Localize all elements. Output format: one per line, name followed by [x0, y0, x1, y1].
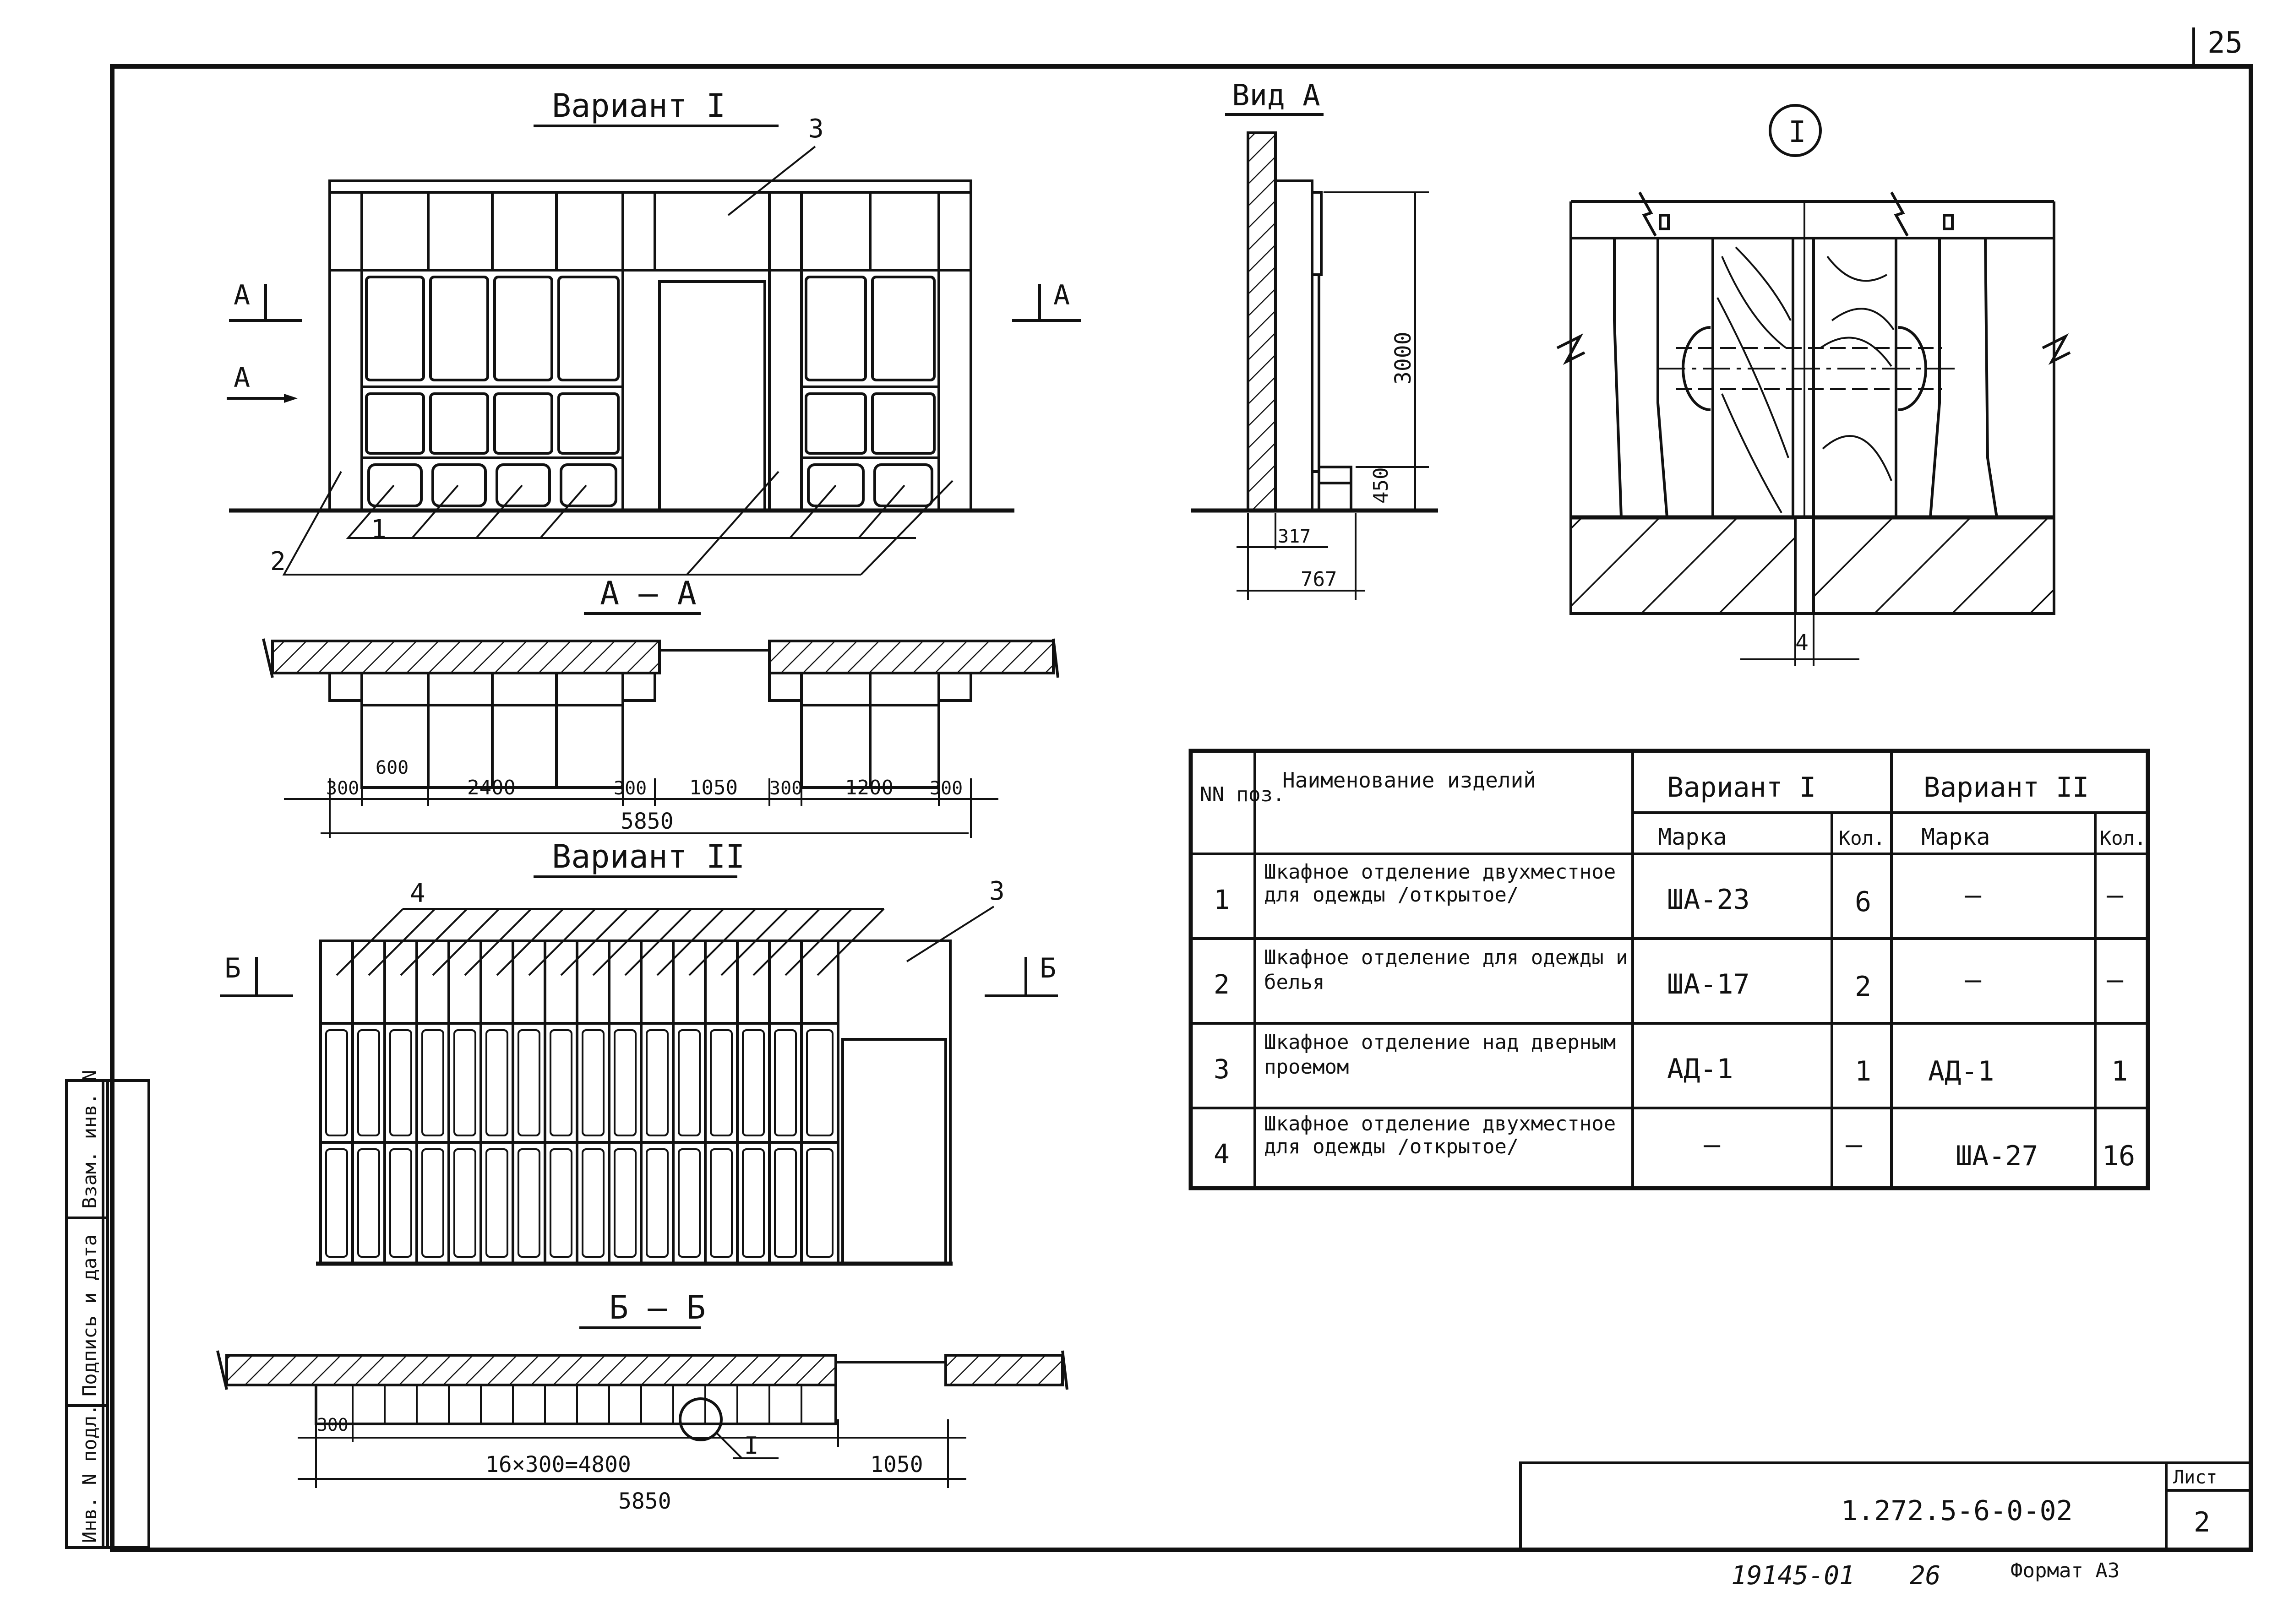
view-a: Вид А 3000 450 317 767: [1191, 79, 1438, 600]
variant1-callout-3: 3: [808, 114, 824, 144]
table-row-1-no: 1: [1214, 884, 1230, 915]
side-stamp-inv-podl: Инв. N подл.: [78, 1404, 101, 1543]
table-row-2-v1-qty: 2: [1855, 971, 1871, 1003]
side-stamp-podpis: Подпись и дата: [78, 1234, 101, 1396]
aa-dim-300d: 300: [930, 778, 963, 799]
cut-mark-a-right: А: [1053, 279, 1070, 311]
footer-format: Формат А3: [2011, 1559, 2120, 1582]
aa-dim-1200: 1200: [845, 776, 894, 799]
table-head-v2: Вариант II: [1923, 771, 2089, 804]
stamp-sheet-label: Лист: [2173, 1467, 2217, 1488]
stamp-doc-code: 1.272.5-6-0-02: [1841, 1495, 2073, 1527]
table-head-no: NN поз.: [1200, 783, 1285, 806]
detail-i: I 4: [1556, 104, 2071, 666]
view-a-dim-3000: 3000: [1390, 331, 1416, 385]
table-row-1-name: Шкафное отделение двухместное для одежды…: [1264, 861, 1616, 907]
variant1-elevation: Вариант I: [227, 87, 1081, 576]
footer-page: 26: [1910, 1561, 1940, 1591]
table-row-4-v2-mark: ША-27: [1956, 1140, 2038, 1172]
bb-dim-1050: 1050: [870, 1452, 923, 1477]
table-row-1-v1-mark: ША-23: [1667, 884, 1750, 916]
table-row-4-v1-qty: —: [1846, 1129, 1863, 1161]
side-stamp: Инв. N подл. Подпись и дата Взам. инв. N: [65, 1070, 150, 1549]
aa-dim-1050: 1050: [689, 776, 738, 799]
variant1-callout-1: 1: [371, 515, 387, 544]
specification-table: NN поз. Наименование изделий Вариант I В…: [1188, 749, 2150, 1190]
table-row-2-name: Шкафное отделение для одежды и белья: [1264, 946, 1628, 994]
table-row-1-v2-mark: —: [1965, 879, 1982, 911]
bb-dim-4800: 16×300=4800: [485, 1452, 631, 1477]
table-row-2-v2-qty: —: [2107, 964, 2124, 996]
view-a-dim-317: 317: [1278, 526, 1311, 547]
cut-mark-b-right: Б: [1040, 952, 1056, 984]
variant1-callout-2: 2: [270, 547, 286, 576]
section-bb-detail-ref: I: [744, 1432, 758, 1460]
aa-dim-300c: 300: [769, 778, 802, 799]
view-a-title: Вид А: [1232, 79, 1320, 113]
table-head-v2-mark: Марка: [1921, 824, 1990, 850]
aa-dim-300b: 300: [614, 778, 647, 799]
sheet-frame: [110, 64, 2253, 1552]
table-row-2-v2-mark: —: [1965, 964, 1982, 996]
table-row-4-v1-mark: —: [1704, 1129, 1721, 1161]
variant2-door-panels: [325, 1029, 834, 1258]
section-aa: А — А 300 600 2400 300 10: [262, 575, 1059, 838]
variant2-elevation: Вариант II: [220, 838, 1058, 1266]
cut-mark-b-left: Б: [224, 952, 241, 984]
stamp-sheet-no: 2: [2194, 1506, 2210, 1538]
section-bb: Б — Б I 300 16×300=4800 1050: [216, 1289, 1068, 1514]
variant1-title: Вариант I: [552, 87, 725, 125]
page-number: 25: [2207, 26, 2243, 60]
detail-dim-gap: 4: [1795, 630, 1809, 656]
table-head-v1-mark: Марка: [1658, 824, 1727, 850]
table-row-3-v1-mark: АД-1: [1667, 1053, 1733, 1085]
table-row-3-v1-qty: 1: [1855, 1055, 1871, 1087]
view-a-dim-450: 450: [1369, 467, 1393, 504]
table-head-name: Наименование изделий: [1282, 768, 1536, 793]
table-row-4-no: 4: [1214, 1138, 1230, 1169]
view-a-arrow-label: А: [234, 362, 250, 394]
table-row-4-name: Шкафное отделение двухместное для одежды…: [1264, 1113, 1616, 1158]
title-stamp: 1.272.5-6-0-02 Лист 2: [1519, 1461, 2252, 1551]
bb-dim-total: 5850: [618, 1488, 671, 1514]
table-head-v1-qty: Кол.: [1839, 827, 1885, 849]
table-row-1-v1-qty: 6: [1855, 886, 1871, 918]
table-head-v1: Вариант I: [1667, 771, 1816, 804]
detail-mark: I: [1788, 115, 1806, 149]
table-row-2-v1-mark: ША-17: [1667, 968, 1750, 1000]
table-row-3-no: 3: [1214, 1054, 1230, 1085]
bb-dim-300: 300: [317, 1415, 349, 1435]
view-a-dim-767: 767: [1301, 568, 1337, 591]
table-row-3-name: Шкафное отделение над дверным проемом: [1264, 1031, 1616, 1079]
table-row-3-v2-mark: АД-1: [1928, 1055, 1994, 1087]
variant2-cabinet-columns: [351, 941, 803, 1264]
table-row-1-v2-qty: —: [2107, 879, 2124, 911]
footer-archive-no: 19145-01: [1731, 1561, 1855, 1591]
table-row-3-v2-qty: 1: [2111, 1055, 2128, 1087]
table-row-4-v2-qty: 16: [2102, 1140, 2135, 1172]
variant2-callout-3: 3: [989, 876, 1005, 906]
side-stamp-vzam: Взам. инв. N: [78, 1070, 101, 1209]
variant2-callout-4: 4: [410, 879, 425, 908]
section-bb-title: Б — Б: [609, 1289, 706, 1326]
aa-dim-600: 600: [376, 757, 409, 778]
aa-dim-total: 5850: [621, 809, 674, 834]
table-row-2-no: 2: [1214, 969, 1230, 1000]
section-aa-title: А — А: [600, 575, 697, 612]
variant2-title: Вариант II: [552, 838, 745, 875]
aa-dim-2400: 2400: [467, 776, 516, 799]
cut-mark-a-left: А: [234, 279, 250, 311]
aa-dim-300a: 300: [326, 778, 359, 799]
table-head-v2-qty: Кол.: [2100, 827, 2146, 849]
